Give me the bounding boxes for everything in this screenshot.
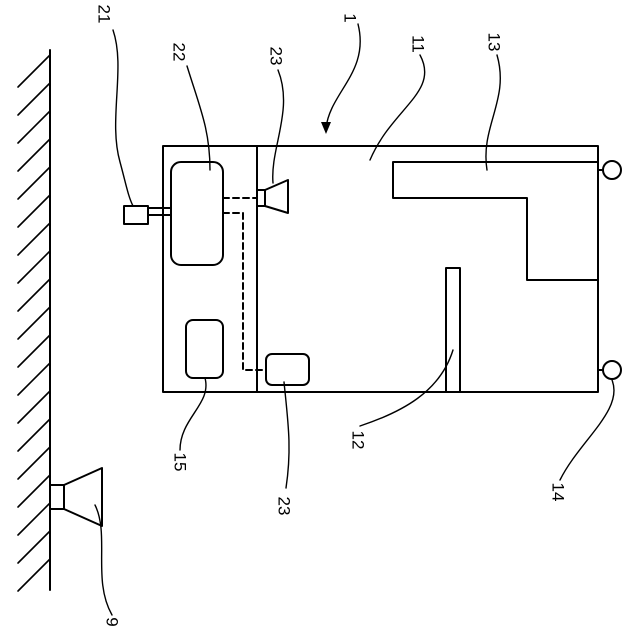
wall-speaker — [50, 468, 102, 526]
leader-13 — [486, 55, 500, 170]
wall-speaker-cone — [64, 468, 102, 526]
label-15: 15 — [171, 453, 190, 472]
leader-1 — [326, 24, 360, 128]
wall-speaker-base — [50, 485, 64, 509]
leader-12 — [360, 350, 453, 426]
wheel-top — [603, 161, 621, 179]
wheels-14 — [598, 161, 621, 379]
sensor-21-body — [124, 206, 148, 224]
arrowhead-1 — [321, 122, 331, 134]
speaker-23-cone — [265, 180, 288, 213]
housing — [163, 146, 598, 392]
leader-23-top — [273, 70, 284, 183]
l-shaped-part-13 — [393, 162, 598, 280]
speaker-23 — [257, 180, 288, 213]
leader-14 — [560, 380, 614, 480]
leader-lines — [95, 24, 614, 615]
leader-23-bottom — [284, 382, 289, 488]
label-22: 22 — [170, 43, 189, 62]
leader-11 — [370, 55, 425, 160]
baffle-12 — [446, 268, 460, 392]
label-21: 21 — [95, 5, 114, 24]
leader-9 — [95, 505, 112, 615]
label-23-top: 23 — [267, 47, 286, 66]
speaker-23-base — [257, 190, 265, 206]
wall-hatching — [18, 55, 50, 591]
label-13: 13 — [485, 33, 504, 52]
label-14: 14 — [549, 483, 568, 502]
label-12: 12 — [349, 431, 368, 450]
wall — [18, 50, 50, 591]
wheel-bottom — [603, 361, 621, 379]
signal-lines — [223, 198, 266, 370]
leader-21 — [113, 30, 133, 206]
component-22-box — [171, 162, 223, 265]
label-11: 11 — [409, 35, 428, 53]
component-23-box — [266, 354, 309, 385]
component-15-box — [186, 320, 223, 378]
label-1: 1 — [341, 13, 360, 22]
label-9: 9 — [103, 617, 122, 626]
signal-line-lower — [223, 213, 266, 370]
leader-22 — [187, 66, 210, 170]
label-23-bottom: 23 — [275, 497, 294, 516]
leader-15 — [180, 378, 206, 450]
